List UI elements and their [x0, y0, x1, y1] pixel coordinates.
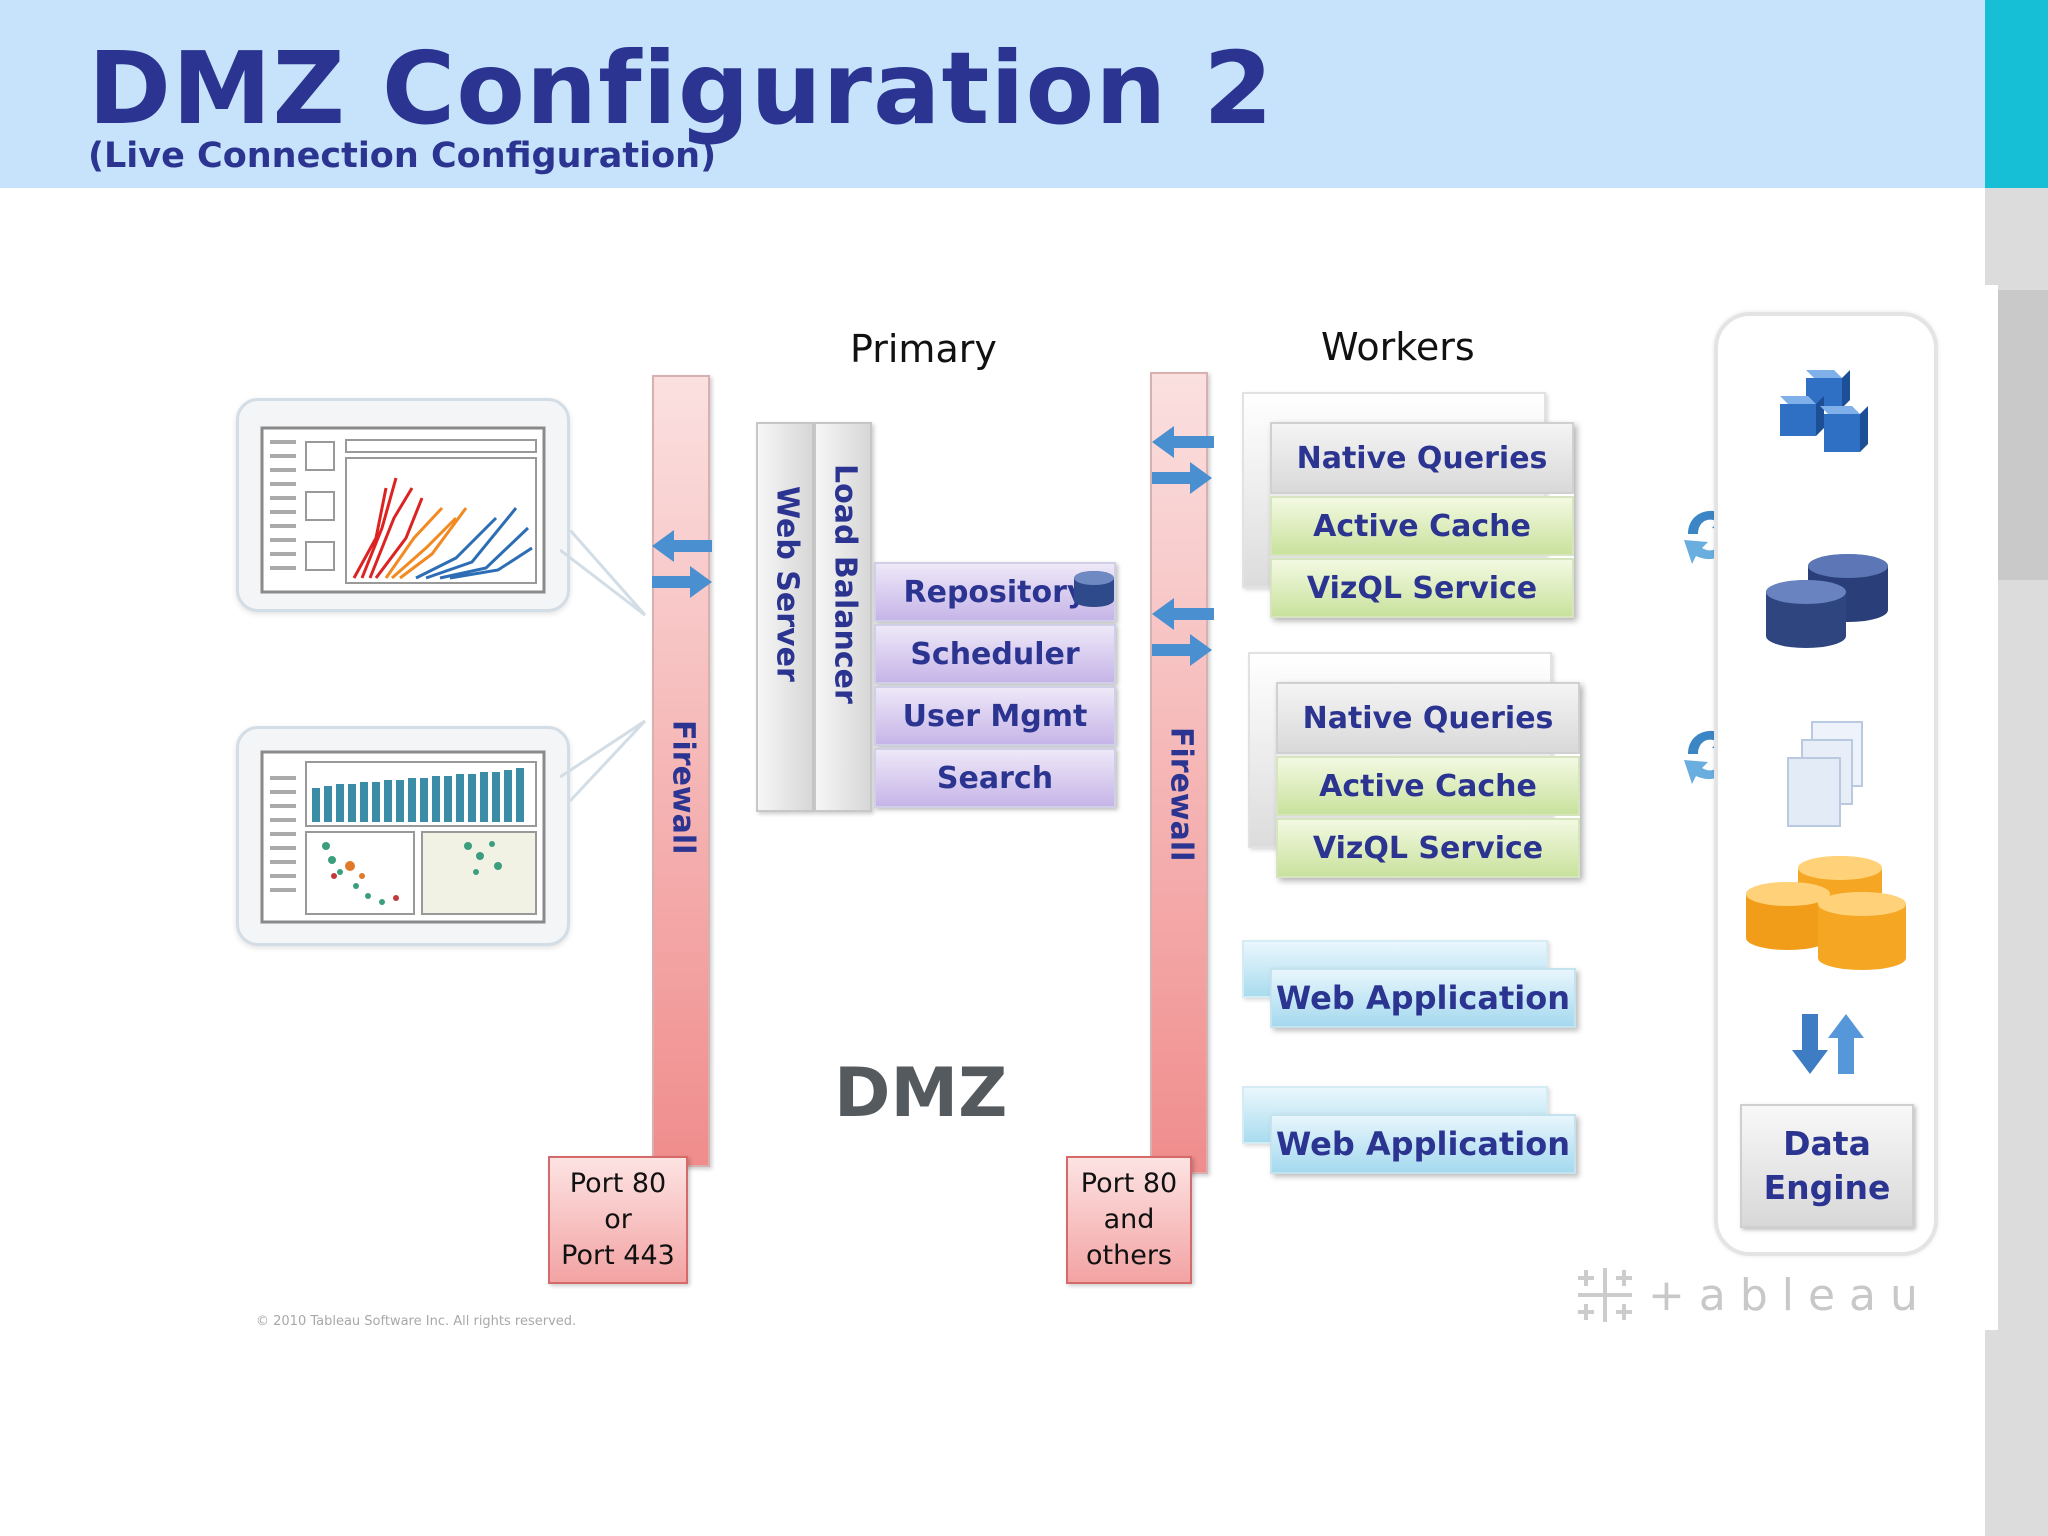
- web-application-1-label: Web Application: [1275, 979, 1570, 1017]
- repository-database-icon: [1074, 571, 1114, 607]
- client-dashboard-line-chart: [236, 398, 570, 612]
- bidirectional-arrows-icon: [1152, 598, 1214, 666]
- worker-2-native-queries: Native Queries: [1276, 682, 1580, 754]
- search-service: Search: [874, 748, 1116, 808]
- dashboard-line-chart-icon: [260, 426, 546, 594]
- database-icon: [1766, 554, 1888, 648]
- port-left-line-3: Port 443: [561, 1240, 675, 1271]
- up-down-arrows-icon: [1792, 1014, 1864, 1074]
- bidirectional-arrows-icon: [1152, 426, 1214, 494]
- web-application-1: Web Application: [1270, 968, 1576, 1028]
- web-server-label: Web Server: [769, 486, 805, 682]
- dashboard-bar-chart-icon: [260, 750, 546, 924]
- primary-heading: Primary: [850, 327, 997, 371]
- worker-2-active-cache: Active Cache: [1276, 756, 1580, 816]
- web-server-panel: Web Server: [756, 422, 814, 812]
- worker-1-native-queries: Native Queries: [1270, 422, 1574, 494]
- worker-2-native-queries-label: Native Queries: [1302, 700, 1554, 736]
- worker-1-vizql-service: VizQL Service: [1270, 558, 1574, 618]
- firewall-right: Firewall: [1150, 372, 1208, 1174]
- tableau-logo-icon: [1578, 1268, 1632, 1322]
- bidirectional-arrows-icon: [652, 530, 712, 598]
- firewall-left: Firewall: [652, 375, 710, 1167]
- port-right-line-3: others: [1086, 1240, 1172, 1271]
- port-left-line-2: or: [604, 1204, 632, 1235]
- port-left-line-1: Port 80: [569, 1168, 667, 1199]
- documents-icon: [1787, 721, 1863, 827]
- load-balancer-panel: Load Balancer: [814, 422, 872, 812]
- client-dashboard-bar-chart: [236, 726, 570, 946]
- data-engine-label-line-1: Data: [1783, 1124, 1871, 1163]
- port-left-box: Port 80 or Port 443: [548, 1156, 688, 1284]
- worker-2-active-cache-label: Active Cache: [1319, 768, 1537, 804]
- dmz-label: DMZ: [834, 1054, 1008, 1133]
- tableau-logo-text: +ableau: [1648, 1270, 1932, 1321]
- user-mgmt-service: User Mgmt: [874, 686, 1116, 746]
- worker-2-vizql-service: VizQL Service: [1276, 818, 1580, 878]
- cubes-icon: [1780, 370, 1868, 452]
- slide-header: [0, 0, 1985, 188]
- callout-pointer: [560, 719, 647, 803]
- slide-title: DMZ Configuration 2: [88, 30, 1274, 147]
- web-application-2-label: Web Application: [1275, 1125, 1570, 1163]
- load-balancer-label: Load Balancer: [827, 464, 863, 704]
- firewall-left-label: Firewall: [665, 719, 701, 855]
- port-right-box: Port 80 and others: [1066, 1156, 1192, 1284]
- worker-1-vizql-service-label: VizQL Service: [1306, 570, 1538, 606]
- side-accent-bar: [1985, 0, 2048, 188]
- slide-subtitle: (Live Connection Configuration): [88, 136, 717, 176]
- side-gray-bar-segment: [1998, 290, 2048, 580]
- orange-database-icon: [1746, 856, 1906, 970]
- repository-label: Repository: [903, 574, 1087, 610]
- search-label: Search: [936, 760, 1054, 796]
- workers-heading: Workers: [1321, 325, 1475, 369]
- worker-1-native-queries-label: Native Queries: [1296, 440, 1548, 476]
- scheduler-service: Scheduler: [874, 624, 1116, 684]
- worker-2-vizql-service-label: VizQL Service: [1312, 830, 1544, 866]
- worker-1-active-cache-label: Active Cache: [1313, 508, 1531, 544]
- web-application-2: Web Application: [1270, 1114, 1576, 1174]
- copyright-text: © 2010 Tableau Software Inc. All rights …: [256, 1314, 577, 1329]
- user-mgmt-label: User Mgmt: [902, 698, 1088, 734]
- port-right-line-2: and: [1103, 1204, 1155, 1235]
- data-engine-box: Data Engine: [1740, 1104, 1914, 1228]
- scheduler-label: Scheduler: [910, 636, 1080, 672]
- firewall-right-label: Firewall: [1163, 726, 1199, 862]
- callout-pointer: [560, 530, 647, 617]
- data-engine-label-line-2: Engine: [1763, 1168, 1891, 1207]
- worker-1-active-cache: Active Cache: [1270, 496, 1574, 556]
- port-right-line-1: Port 80: [1080, 1168, 1178, 1199]
